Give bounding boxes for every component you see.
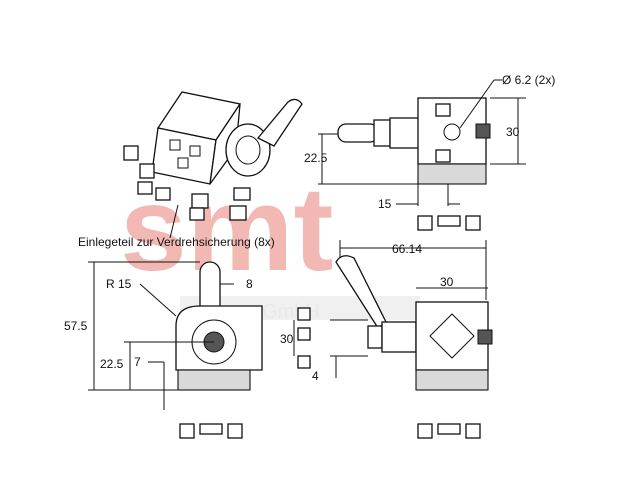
side-top-shaft xyxy=(337,123,379,143)
watermark-smt: smt xyxy=(120,162,333,296)
iso-slot-1 xyxy=(169,139,181,151)
dim-8: 8 xyxy=(246,277,253,291)
iso-lever xyxy=(256,98,303,147)
profile-icons-top xyxy=(417,215,481,231)
iso-insert-6 xyxy=(233,187,251,201)
iso-insert-8 xyxy=(229,205,247,221)
iso-insert-1 xyxy=(123,145,139,161)
lever-diamond xyxy=(429,313,475,359)
iso-insert-4 xyxy=(155,187,171,201)
iso-insert-5 xyxy=(191,193,209,209)
profile-sec-1 xyxy=(297,307,311,321)
profile-icon-1 xyxy=(417,215,433,231)
hole-leader xyxy=(459,79,495,129)
profile-icon-br-2 xyxy=(437,423,461,435)
dim-15-top: 15 xyxy=(378,197,392,211)
dim-22-5-top: 22.5 xyxy=(304,151,328,165)
side-top-nut xyxy=(373,119,391,147)
iso-insert-7 xyxy=(189,207,205,221)
profile-sec-2 xyxy=(297,327,311,341)
profile-icon-bl-3 xyxy=(227,423,243,439)
lever-block xyxy=(415,301,489,371)
dim-57-5: 57.5 xyxy=(64,319,88,333)
profile-sec-3 xyxy=(297,355,311,369)
lever-base xyxy=(415,369,489,391)
dim-4: 4 xyxy=(312,369,319,383)
lever-screw xyxy=(477,329,493,345)
front-r15-leader xyxy=(139,283,177,317)
side-top-slot-1 xyxy=(435,103,451,117)
hole-diameter-label: Ø 6.2 (2x) xyxy=(502,73,555,87)
profile-icon-2 xyxy=(437,215,461,227)
profile-icons-bottom-right xyxy=(417,423,481,439)
side-top-slot-2 xyxy=(435,149,451,163)
dim-30-top: 30 xyxy=(506,125,520,139)
dim-7: 7 xyxy=(134,355,141,369)
iso-slot-3 xyxy=(177,157,189,169)
side-top-screw xyxy=(475,123,491,139)
side-top-collar xyxy=(389,117,421,149)
dim-r15: R 15 xyxy=(106,277,132,291)
watermark-gmbh: GmbH xyxy=(262,301,320,323)
dim-22-5-front: 22.5 xyxy=(100,357,124,371)
dim-30-profile: 30 xyxy=(280,332,294,346)
profile-section xyxy=(293,307,311,369)
iso-insert-3 xyxy=(137,181,153,195)
profile-icons-bottom-left xyxy=(179,423,243,439)
side-top-block xyxy=(417,97,487,165)
lever-collar xyxy=(381,321,417,353)
iso-slot-2 xyxy=(189,145,201,157)
lever-view xyxy=(330,240,493,391)
iso-insert-2 xyxy=(139,163,155,179)
front-view xyxy=(88,261,263,410)
dim-66-14: 66.14 xyxy=(392,242,422,256)
iso-caption-leader xyxy=(169,204,179,239)
dim-30-mid: 30 xyxy=(440,275,454,289)
side-view-top xyxy=(318,79,526,206)
profile-icon-br-1 xyxy=(417,423,433,439)
profile-icon-br-3 xyxy=(465,423,481,439)
lever-handle xyxy=(335,255,387,329)
side-top-hole xyxy=(443,123,461,141)
lever-nut xyxy=(367,325,383,349)
profile-icon-bl-2 xyxy=(199,423,223,435)
front-base xyxy=(177,369,251,391)
profile-icon-bl-1 xyxy=(179,423,195,439)
side-top-base xyxy=(417,163,487,185)
iso-clamp-hub xyxy=(235,135,261,165)
insert-caption: Einlegeteil zur Verdrehsicherung (8x) xyxy=(78,235,275,249)
isometric-view xyxy=(123,91,303,239)
profile-icon-3 xyxy=(465,215,481,231)
